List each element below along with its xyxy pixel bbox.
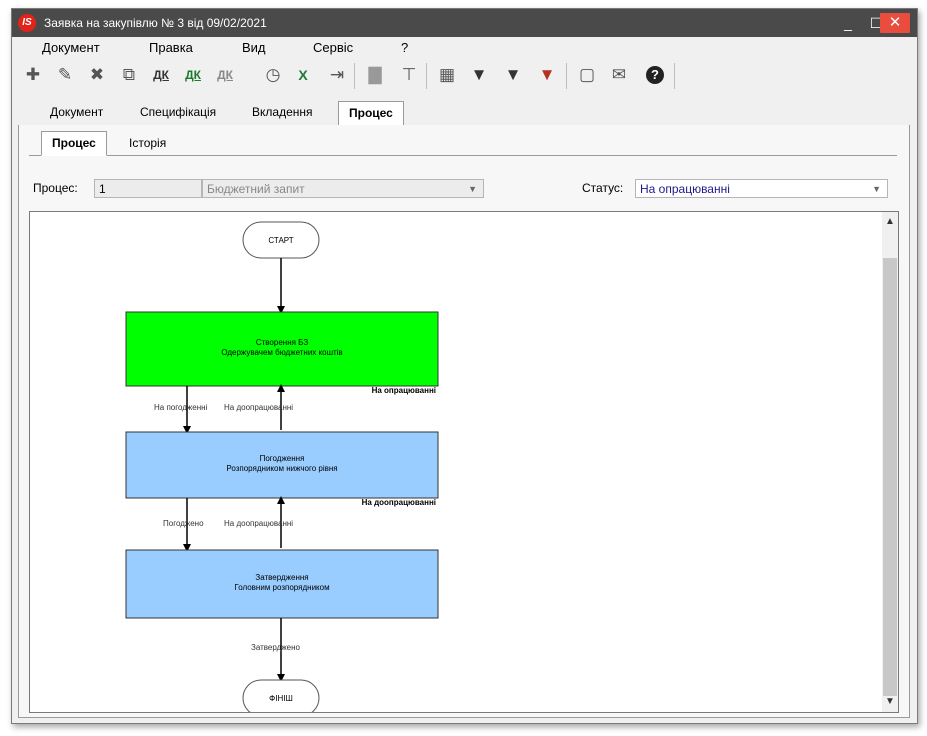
step-create-bz[interactable]	[125, 311, 439, 387]
scroll-down-icon[interactable]: ▼	[885, 696, 895, 707]
process-name-value: Бюджетний запит	[207, 182, 305, 196]
finish-node[interactable]	[242, 679, 320, 712]
menu-view[interactable]: Вид	[242, 40, 266, 55]
step2-subtitle: Розпорядником нижчого рівня	[226, 464, 337, 473]
grid-icon[interactable]: ▦	[438, 65, 456, 84]
tab-document[interactable]: Документ	[50, 105, 104, 119]
step3-subtitle: Головним розпорядником	[234, 583, 329, 592]
excel-export-icon[interactable]: X	[298, 67, 308, 83]
mail-icon[interactable]: ✉	[611, 65, 627, 84]
subtab-history[interactable]: Історія	[129, 136, 167, 150]
menu-edit[interactable]: Правка	[149, 40, 193, 55]
edge-label-rework-1: На доопрацюванні	[224, 403, 293, 412]
process-flowchart: СТАРТ Створення БЗ Одержувачем бюджетних…	[125, 221, 439, 712]
edge-label-to-approval: На погодженні	[154, 403, 208, 412]
main-tabs: Документ Специфікація Вкладення Процес	[18, 101, 910, 126]
chevron-down-icon[interactable]: ▼	[468, 184, 477, 194]
close-button[interactable]: ✕	[880, 13, 910, 33]
vertical-scrollbar[interactable]: ▲ ▼	[882, 212, 898, 712]
step1-title: Створення БЗ	[256, 338, 309, 347]
status-label: Статус:	[582, 181, 624, 195]
document-window: IS Заявка на закупівлю № 3 від 09/02/202…	[11, 8, 918, 724]
menu-help[interactable]: ?	[401, 40, 409, 55]
step3-title: Затвердження	[255, 573, 308, 582]
process-label: Процес:	[33, 181, 78, 195]
step-confirmation[interactable]	[125, 549, 439, 619]
process-panel: Процес Історія Процес: 1 Бюджетний запит…	[18, 125, 910, 718]
dk-post-icon[interactable]: ДК	[185, 68, 201, 82]
step2-title: Погодження	[260, 454, 305, 463]
dk-unpost-icon[interactable]: ДК	[217, 68, 233, 82]
copy-icon[interactable]: ⧉	[122, 65, 136, 84]
status-select[interactable]: На опрацюванні ▼	[635, 179, 888, 198]
menu-bar: Документ Правка Вид Сервіс ?	[12, 37, 917, 59]
toolbar-separator	[354, 63, 355, 89]
history-clock-icon[interactable]: ◷	[265, 65, 281, 84]
process-id-value: 1	[99, 182, 106, 196]
start-node-label: СТАРТ	[268, 236, 293, 245]
document-view-icon[interactable]: ▢	[578, 65, 596, 84]
edge-label-rework-2: На доопрацюванні	[224, 519, 293, 528]
process-diagram-canvas[interactable]: СТАРТ Створення БЗ Одержувачем бюджетних…	[29, 211, 899, 713]
app-logo-icon: IS	[18, 14, 36, 32]
menu-service[interactable]: Сервіс	[313, 40, 354, 55]
menu-document[interactable]: Документ	[42, 40, 100, 55]
tab-attachments[interactable]: Вкладення	[252, 105, 313, 119]
toolbar-separator	[426, 63, 427, 89]
hierarchy-icon[interactable]: ⊤	[401, 65, 417, 84]
step2-status-note: На доопрацюванні	[362, 498, 436, 507]
step-approval[interactable]	[125, 431, 439, 499]
finish-node-label: ФІНІШ	[269, 694, 293, 703]
step1-subtitle: Одержувачем бюджетних коштів	[221, 348, 342, 357]
filter-clear-icon[interactable]: ▼	[538, 65, 556, 84]
subtab-process[interactable]: Процес	[41, 131, 107, 156]
minimize-button[interactable]: _	[844, 15, 852, 31]
create-icon[interactable]: ✚	[25, 65, 41, 84]
edit-icon[interactable]: ✎	[57, 65, 73, 84]
status-value: На опрацюванні	[640, 182, 730, 196]
toolbar-separator	[674, 63, 675, 89]
window-title: Заявка на закупівлю № 3 від 09/02/2021	[44, 16, 267, 30]
step1-status-note: На опрацюванні	[372, 386, 436, 395]
scroll-up-icon[interactable]: ▲	[885, 216, 895, 227]
toolbar: ✚ ✎ ✖ ⧉ ДК ДК ДК ◷ X ⇥ ▇ ⊤ ▦ ▼ ▼ ▼ ▢ ✉ ?	[12, 59, 917, 93]
chevron-down-icon[interactable]: ▼	[872, 184, 881, 194]
title-bar: IS Заявка на закупівлю № 3 від 09/02/202…	[12, 9, 917, 37]
dk-icon[interactable]: ДК	[153, 68, 169, 82]
exit-icon[interactable]: ⇥	[329, 65, 345, 84]
maximize-button[interactable]: ☐	[869, 15, 883, 31]
delete-icon[interactable]: ✖	[89, 65, 105, 84]
filter-apply-icon[interactable]: ▼	[504, 65, 522, 84]
filter-icon[interactable]: ▼	[470, 65, 488, 84]
edge-label-approved: Погоджено	[163, 519, 204, 528]
help-icon[interactable]: ?	[646, 66, 664, 84]
save-icon[interactable]: ▇	[368, 65, 382, 84]
toolbar-separator	[566, 63, 567, 89]
tab-process[interactable]: Процес	[338, 101, 404, 126]
sub-tabs: Процес Історія	[29, 131, 897, 156]
process-id-field: 1	[94, 179, 202, 198]
tab-specification[interactable]: Специфікація	[140, 105, 217, 119]
process-name-select[interactable]: Бюджетний запит ▼	[202, 179, 484, 198]
edge-label-confirmed: Затверджено	[251, 643, 301, 652]
scrollbar-thumb[interactable]	[883, 258, 897, 696]
